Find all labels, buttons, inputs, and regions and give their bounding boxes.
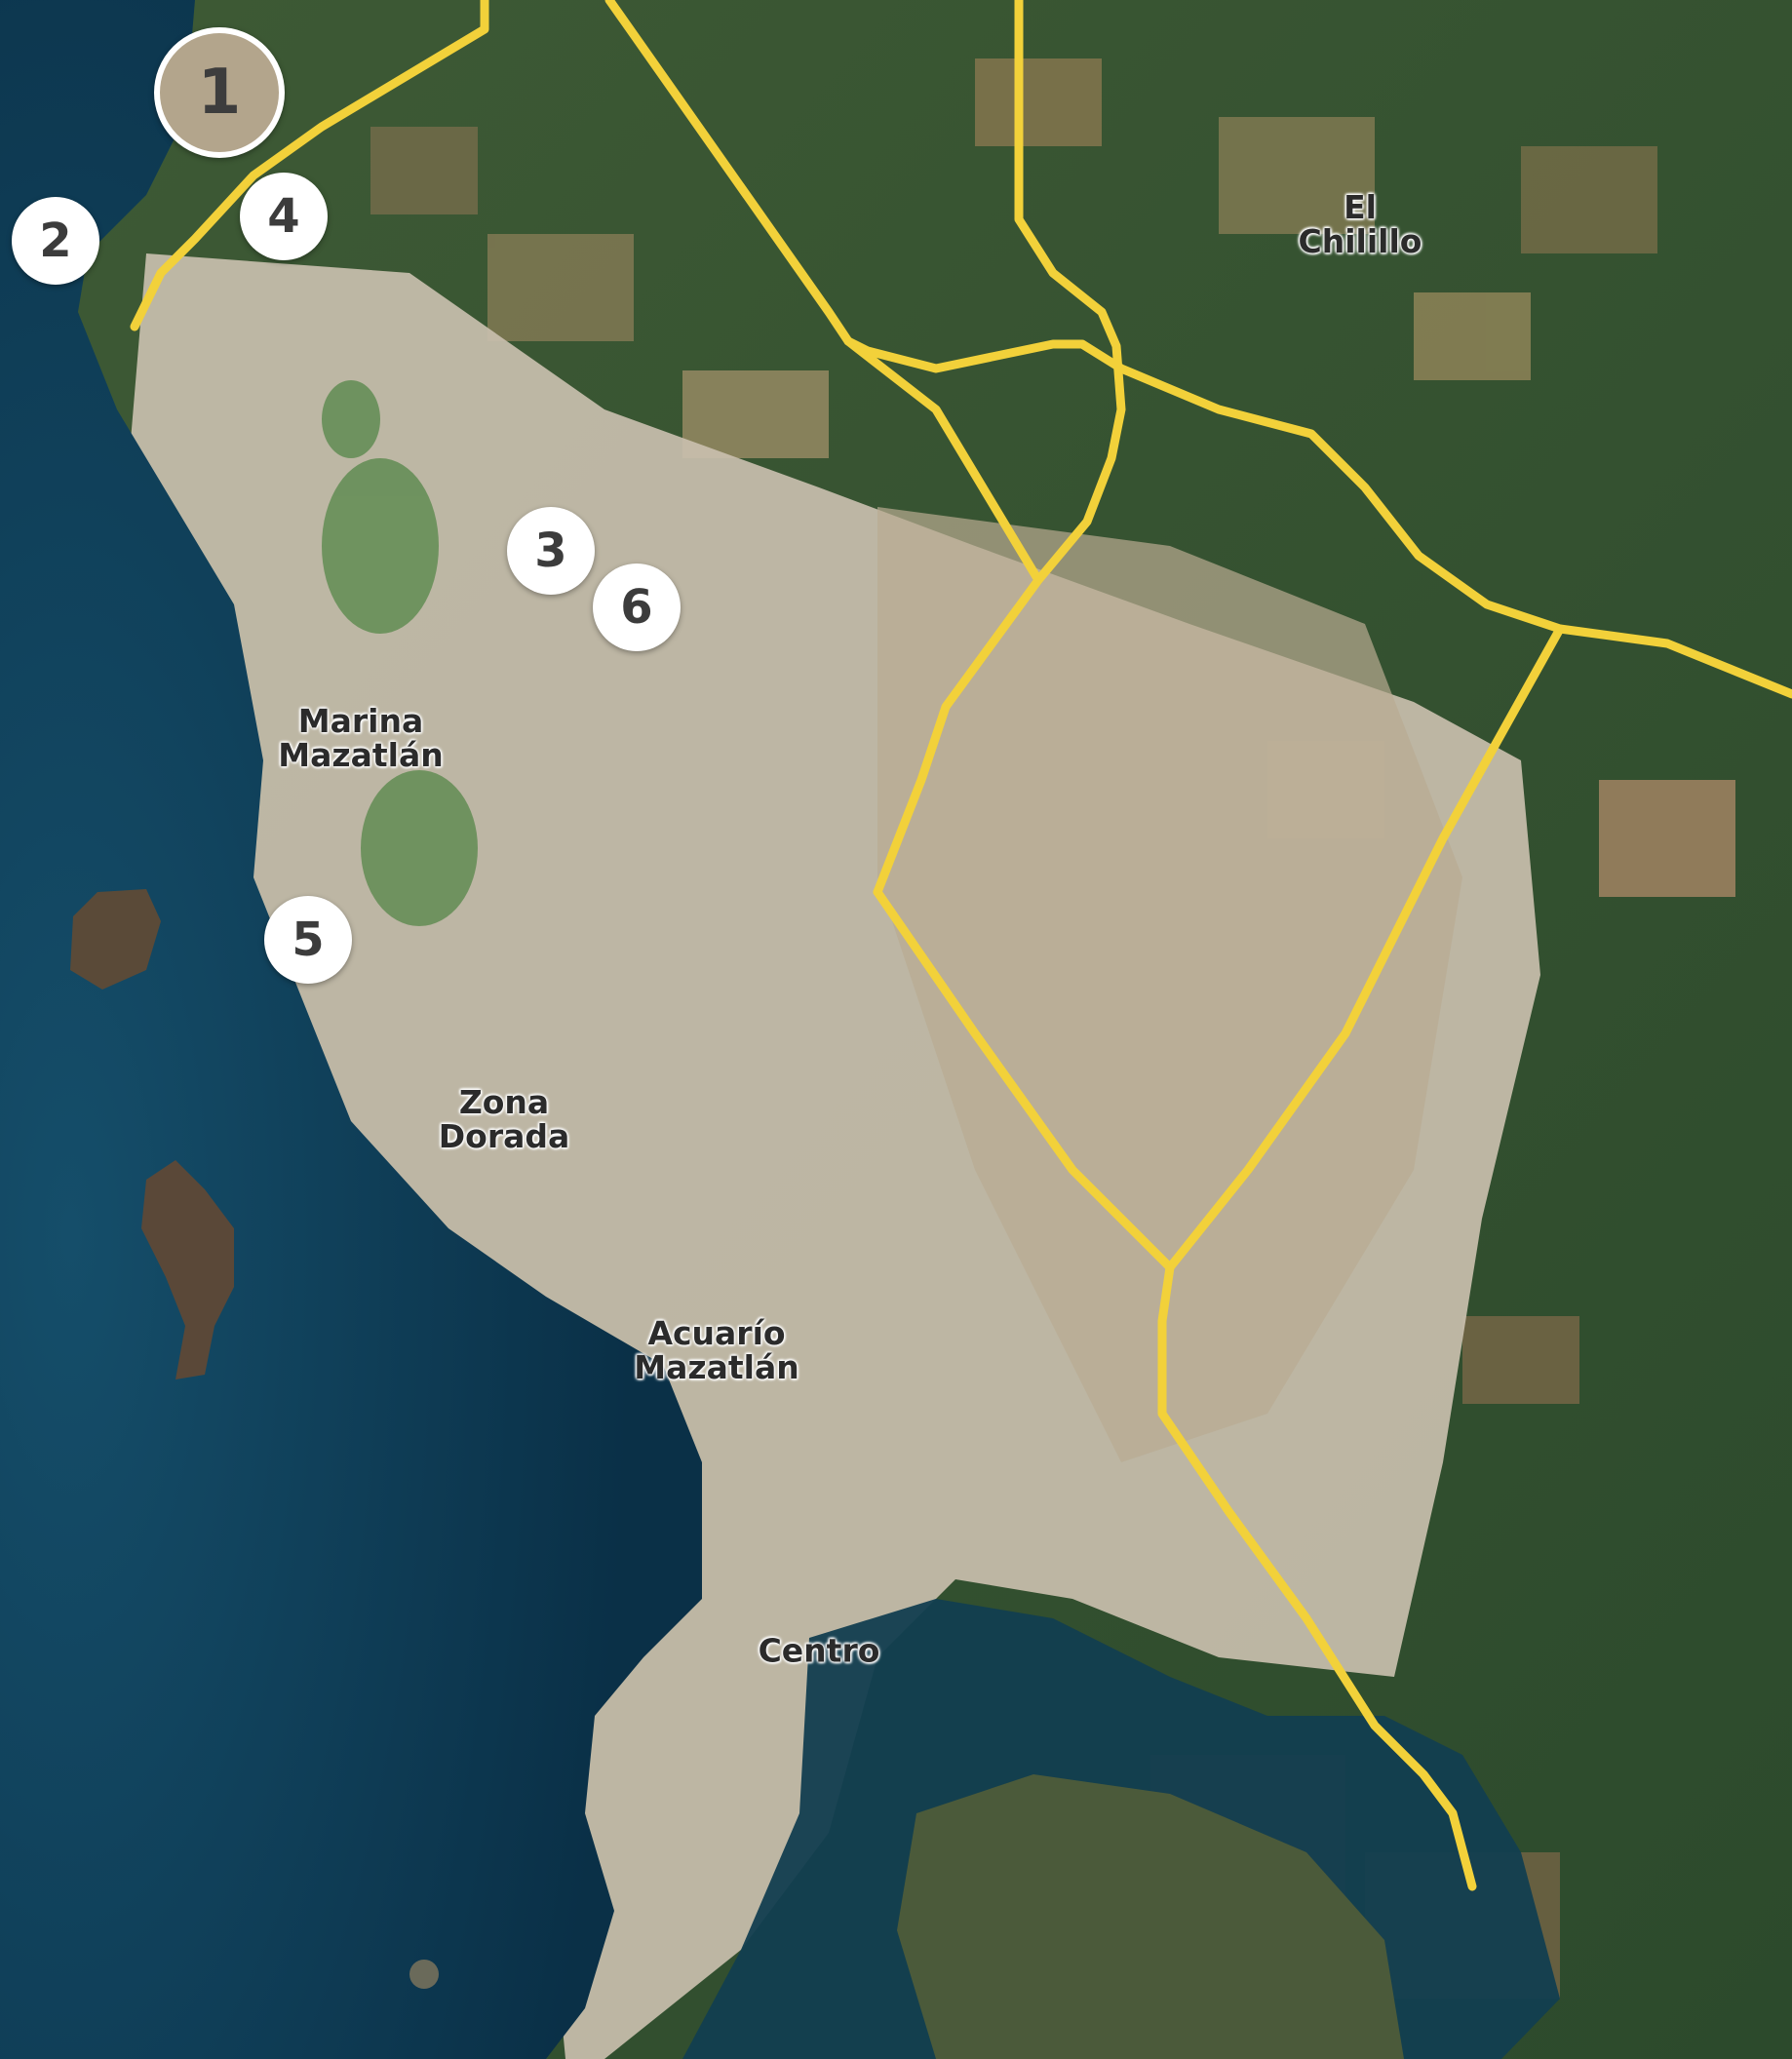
island-south (897, 1774, 1404, 2059)
location-marker-6[interactable]: 6 (593, 563, 681, 651)
location-marker-3[interactable]: 3 (507, 507, 595, 595)
label-zona-dorada: Zona Dorada (438, 1083, 570, 1155)
rock-islet (409, 1960, 439, 1989)
location-marker-1[interactable]: 1 (154, 27, 285, 158)
urban-area-east (877, 507, 1462, 1462)
route-north-coast (130, 0, 489, 331)
location-marker-4[interactable]: 4 (240, 173, 328, 260)
route-east-link (843, 336, 1792, 699)
golf-course (322, 380, 478, 926)
location-marker-5[interactable]: 5 (264, 896, 352, 984)
label-centro: Centro (758, 1631, 880, 1670)
label-marina-mazatlan: Marina Mazatlán (278, 702, 444, 774)
island-2 (141, 1160, 234, 1379)
route-south-west (873, 887, 1175, 1272)
label-el-chilillo: El Chilillo (1298, 188, 1422, 260)
route-south (1157, 1263, 1477, 1891)
route-north-vertical (873, 0, 1126, 897)
ocean (0, 0, 702, 2059)
label-acuario-mazatlan: Acuarío Mazatlán (634, 1314, 799, 1386)
route-south-east (1165, 624, 1565, 1272)
highway-routes (130, 0, 1792, 1891)
island-1 (70, 889, 161, 990)
location-marker-2[interactable]: 2 (12, 197, 99, 285)
